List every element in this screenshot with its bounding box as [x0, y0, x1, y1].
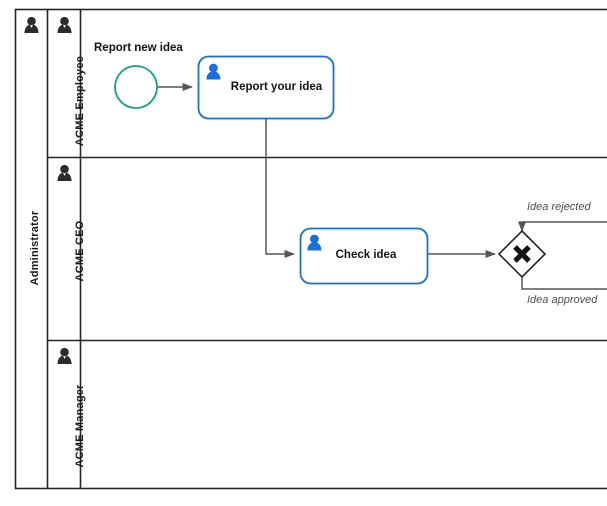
flow-label-idea-rejected: Idea rejected: [527, 201, 591, 213]
x-marker-icon: [513, 245, 531, 263]
task-report-your-idea[interactable]: [197, 55, 335, 120]
lane-employee-user-icon: [57, 16, 72, 33]
task-check-idea-label: Check idea: [335, 249, 397, 261]
pool-user-icon: [24, 16, 39, 33]
start-event-label: Report new idea: [94, 42, 183, 54]
task-check-idea[interactable]: [299, 227, 429, 285]
lane-manager-user-icon: [57, 347, 72, 364]
user-task-icon: [307, 234, 322, 251]
task-check-idea-box: [299, 227, 429, 285]
task-report-your-idea-box: [197, 55, 335, 120]
flow-label-idea-approved: Idea approved: [527, 294, 598, 306]
gateway-exclusive[interactable]: [497, 229, 547, 279]
flow-idea-rejected[interactable]: [518, 221, 607, 233]
user-task-icon: [206, 63, 221, 80]
flow-report-to-check[interactable]: [265, 119, 296, 258]
task-report-your-idea-label: Report your idea: [230, 81, 323, 93]
lane-ceo-user-icon: [57, 164, 72, 181]
flow-idea-approved[interactable]: [521, 277, 607, 290]
pool-label-administrator: Administrator: [29, 210, 41, 286]
start-event[interactable]: [114, 65, 158, 109]
lane-label-acme-ceo: ACME CEO: [74, 220, 86, 282]
lane-label-acme-manager: ACME Manager: [74, 384, 86, 468]
lane-label-acme-employee: ACME Employee: [74, 56, 86, 147]
